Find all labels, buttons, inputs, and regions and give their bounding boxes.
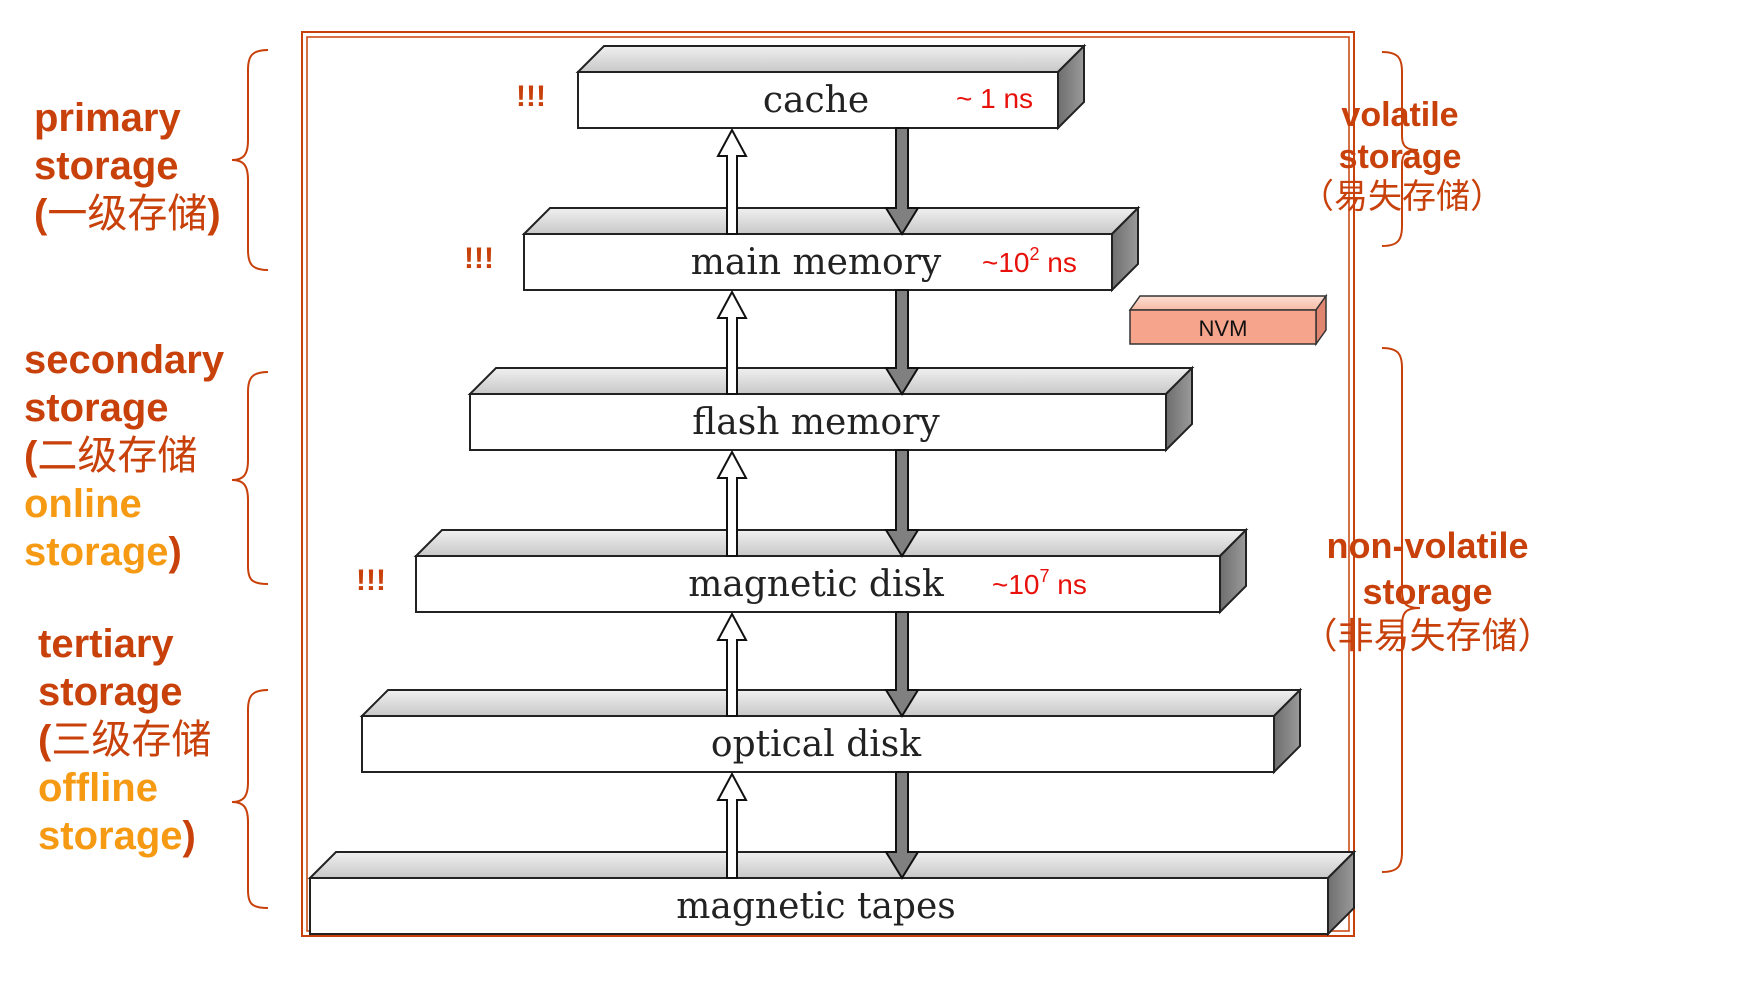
up-arrow-icon xyxy=(716,449,748,557)
secondary-line4: online xyxy=(24,482,142,526)
slab-front-face xyxy=(309,877,1329,935)
tertiary-brace xyxy=(231,689,269,909)
slab-front-face xyxy=(361,715,1275,773)
volatile-line2: storage xyxy=(1338,138,1462,176)
latency-exponent: 2 xyxy=(1030,244,1040,264)
level-main-memory: main memory ~102 ns!!! xyxy=(464,205,1141,293)
down-arrow-icon xyxy=(884,771,920,880)
tertiary-line5: storage) xyxy=(38,816,211,856)
up-arrow-icon xyxy=(716,127,748,235)
level-name: magnetic tapes xyxy=(676,886,955,927)
secondary-storage-label: secondary storage (二级存储 online storage) xyxy=(24,340,224,572)
online-storage-word: storage xyxy=(24,530,169,574)
tertiary-line3: (三级存储 xyxy=(38,720,211,760)
nonvolatile-line2: storage xyxy=(1362,571,1493,612)
primary-storage-label: primary storage (一级存储) xyxy=(34,98,221,234)
nonvolatile-line1: non-volatile xyxy=(1326,525,1529,566)
primary-line2: storage xyxy=(34,144,179,188)
tertiary-line1: tertiary xyxy=(38,622,174,666)
level-name: magnetic disk xyxy=(688,564,945,605)
up-arrow-icon xyxy=(716,771,748,879)
down-arrow-icon xyxy=(884,127,920,236)
secondary-line5: storage) xyxy=(24,532,224,572)
latency-base: ~10 xyxy=(982,247,1030,278)
paren-close: ) xyxy=(182,814,196,858)
primary-line1: primary xyxy=(34,96,181,140)
paren-close: ) xyxy=(207,192,221,236)
nonvolatile-storage-label: non-volatile storage （非易失存储） xyxy=(1300,528,1555,654)
slab-top-face xyxy=(467,367,1195,395)
latency-base: ~10 xyxy=(992,569,1040,600)
slab-front-face xyxy=(577,71,1059,129)
secondary-line3: (二级存储 xyxy=(24,436,224,476)
level-magnetic-tapes: magnetic tapes xyxy=(307,849,1357,937)
up-arrow-icon xyxy=(716,289,748,395)
volatile-line1: volatile xyxy=(1341,96,1459,134)
level-name: optical disk xyxy=(711,724,922,765)
tertiary-storage-label: tertiary storage (三级存储 offline storage) xyxy=(38,624,211,856)
paren-open: ( xyxy=(24,434,38,478)
nonvolatile-line3: （非易失存储） xyxy=(1301,615,1554,656)
latency-label: ~ 1 ns xyxy=(956,83,1033,114)
level-name: main memory xyxy=(691,242,942,283)
slab-top-face xyxy=(521,207,1141,235)
down-arrow-icon xyxy=(884,289,920,396)
secondary-cjk: 二级存储 xyxy=(37,434,198,478)
secondary-brace xyxy=(231,371,269,585)
nvm-box: NVM xyxy=(1128,293,1328,347)
latency-unit: ns xyxy=(1050,569,1087,600)
primary-brace xyxy=(231,49,269,271)
latency-unit: ns xyxy=(1040,247,1077,278)
diagram-frame-inner xyxy=(306,36,1350,932)
level-magnetic-disk: magnetic disk ~107 ns!!! xyxy=(356,527,1249,615)
level-name: flash memory xyxy=(692,402,940,443)
volatile-brace xyxy=(1381,51,1419,247)
importance-marker: !!! xyxy=(516,80,546,113)
paren-open: ( xyxy=(34,192,48,236)
importance-marker: !!! xyxy=(356,564,386,597)
slab-top-face xyxy=(307,851,1357,879)
down-arrow-icon xyxy=(884,449,920,558)
slab-top-face xyxy=(413,529,1249,557)
importance-marker: !!! xyxy=(464,242,494,275)
latency-exponent: 7 xyxy=(1040,566,1050,586)
offline-storage-word: storage xyxy=(38,814,183,858)
level-optical-disk: optical disk xyxy=(359,687,1303,775)
slab-top-face xyxy=(359,689,1303,717)
latency-label: ~102 ns xyxy=(982,244,1077,278)
diagram-frame-outer xyxy=(301,31,1355,937)
level-cache: cache ~ 1 ns!!! xyxy=(516,43,1087,131)
slab-front-face xyxy=(523,233,1113,291)
tertiary-cjk: 三级存储 xyxy=(51,718,212,762)
nonvolatile-brace xyxy=(1381,347,1421,873)
tertiary-line2: storage xyxy=(38,670,183,714)
level-name: cache xyxy=(763,80,869,121)
tertiary-line4: offline xyxy=(38,766,158,810)
secondary-line2: storage xyxy=(24,386,169,430)
braces xyxy=(231,49,1421,909)
slab-top-face xyxy=(575,45,1087,73)
primary-cjk: 一级存储 xyxy=(47,192,208,236)
level-flash-memory: flash memory xyxy=(467,365,1195,453)
primary-line3: (一级存储) xyxy=(34,194,221,234)
nvm-front-face xyxy=(1129,309,1317,345)
slab-front-face xyxy=(415,555,1221,613)
latency-label: ~107 ns xyxy=(992,566,1087,600)
nvm-top-face xyxy=(1128,295,1328,311)
paren-open: ( xyxy=(38,718,52,762)
slab-front-face xyxy=(469,393,1167,451)
down-arrow-icon xyxy=(884,611,920,718)
up-arrow-icon xyxy=(716,611,748,717)
nvm-label: NVM xyxy=(1199,316,1248,341)
secondary-line1: secondary xyxy=(24,338,225,382)
paren-close: ) xyxy=(168,530,182,574)
